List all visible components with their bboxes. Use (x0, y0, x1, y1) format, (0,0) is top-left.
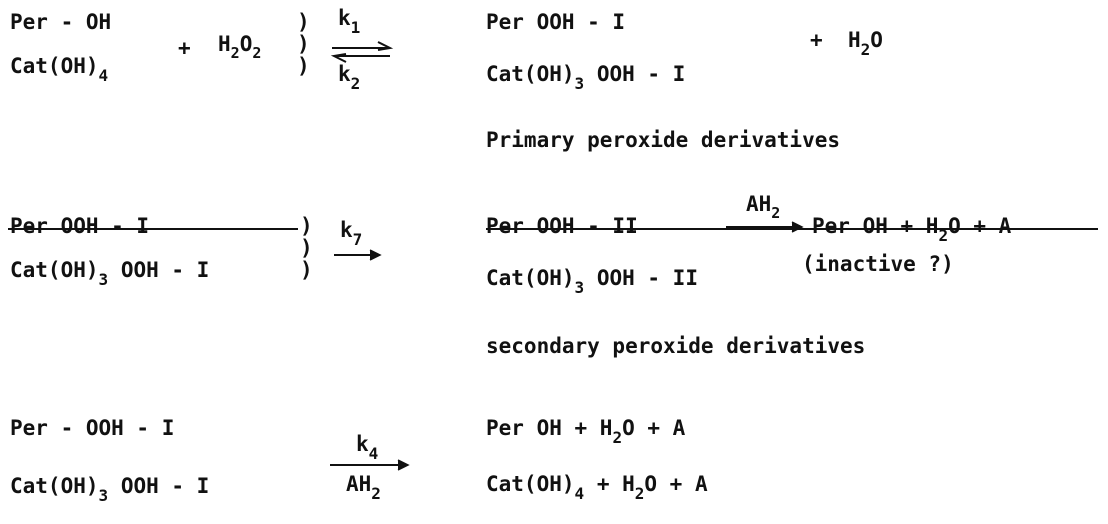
reactant-cat-oh4: Cat(OH)4 (10, 54, 109, 85)
bracket-mid: ) (297, 32, 310, 56)
product2-per-ooh-ii: Per OOH - II (486, 214, 638, 238)
bracket2-mid: ) (300, 236, 313, 260)
product2-cat-ooh-ii: Cat(OH)3 OOH - II (486, 266, 698, 297)
inactive-note: (inactive ?) (802, 252, 954, 276)
plus-sign: + (178, 36, 191, 60)
equilibrium-arrow (330, 41, 394, 63)
product-water: + H2O (810, 28, 883, 59)
rate-constant-k1: k1 (338, 6, 361, 37)
bracket2-bottom: ) (300, 258, 313, 282)
bracket-bottom: ) (297, 54, 310, 78)
product2-per-oh-water-a: Per OH + H2O + A (812, 214, 1012, 245)
forward-arrow-k4 (330, 459, 410, 471)
reactant-per-oh: Per - OH (10, 10, 112, 34)
product3-per-oh-water-a: Per OH + H2O + A (486, 416, 686, 447)
strike-line-left (8, 228, 298, 230)
reactant3-per-ooh-i: Per - OOH - I (10, 416, 175, 440)
arrow-ah2 (726, 221, 804, 233)
caption-primary: Primary peroxide derivatives (486, 128, 841, 152)
bracket-top: ) (297, 10, 310, 34)
ah2-under-arrow: AH2 (346, 472, 381, 503)
caption-secondary: secondary peroxide derivatives (486, 334, 866, 358)
product3-cat-oh4-water-a: Cat(OH)4 + H2O + A (486, 472, 708, 503)
product-cat-ooh-i: Cat(OH)3 OOH - I (486, 62, 686, 93)
rate-constant-k4: k4 (356, 432, 379, 463)
product-per-ooh-i: Per OOH - I (486, 10, 626, 34)
ah2-over-arrow: AH2 (746, 192, 781, 222)
rate-constant-k2: k2 (338, 62, 361, 93)
reactant2-per-ooh-i: Per OOH - I (10, 214, 150, 238)
reactant2-cat-ooh-i: Cat(OH)3 OOH - I (10, 258, 210, 289)
bracket2-top: ) (300, 214, 313, 238)
rate-constant-k7: k7 (340, 218, 363, 249)
hydrogen-peroxide: H2O2 (218, 32, 262, 62)
forward-arrow-k7 (334, 249, 382, 261)
reactant3-cat-ooh-i: Cat(OH)3 OOH - I (10, 474, 210, 505)
